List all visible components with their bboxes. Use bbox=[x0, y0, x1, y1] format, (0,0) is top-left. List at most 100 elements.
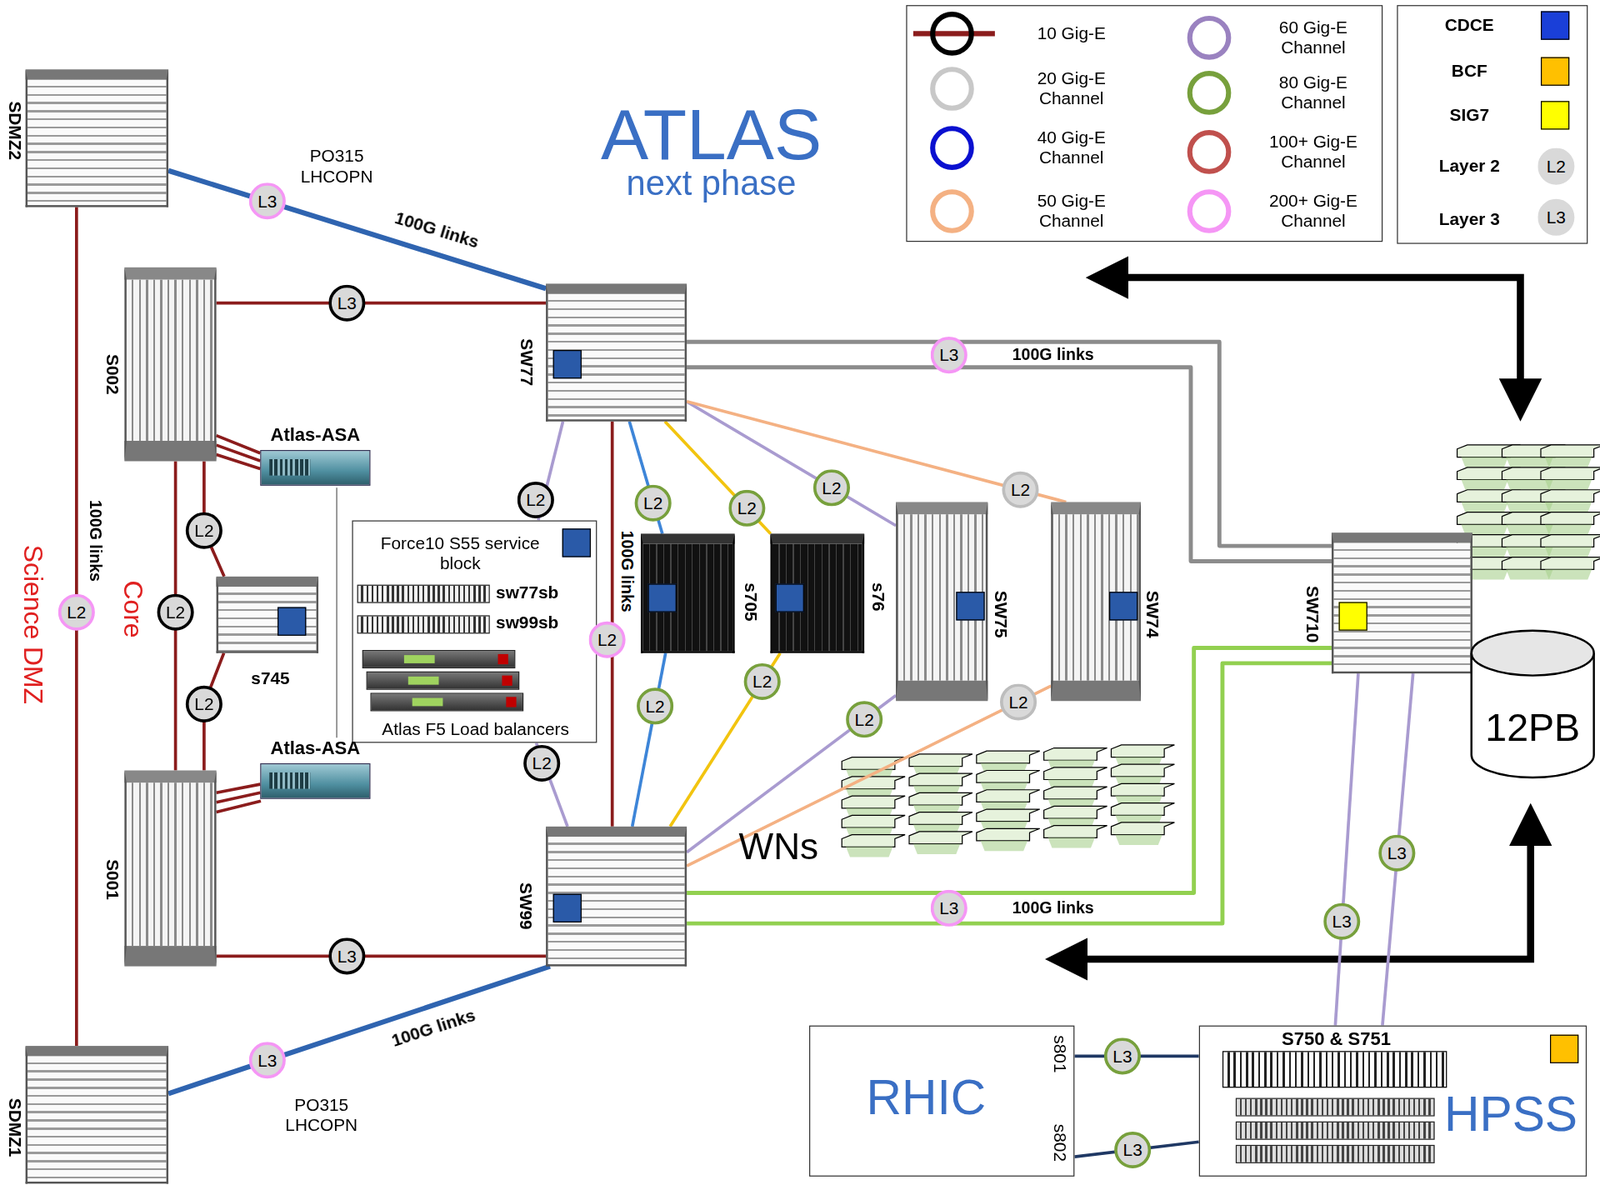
legend-text: 80 Gig-E Channel bbox=[1262, 72, 1365, 113]
core-router: S002 bbox=[124, 267, 216, 462]
device-label: sw99sb bbox=[495, 613, 559, 634]
cylinder-shape bbox=[1469, 624, 1596, 780]
legend-text: Layer 3 bbox=[1423, 209, 1515, 230]
legend-text: 200+ Gig-E Channel bbox=[1262, 191, 1365, 232]
server-unit bbox=[1540, 512, 1600, 525]
system-name: HPSS bbox=[1444, 1085, 1578, 1143]
connector bbox=[168, 966, 550, 1095]
legend-text: BCF bbox=[1423, 61, 1515, 82]
legend-ring-sample bbox=[1190, 191, 1230, 231]
transfer-arrow bbox=[1107, 277, 1521, 400]
server-unit bbox=[841, 835, 905, 848]
server-shadow bbox=[1545, 501, 1592, 512]
server-unit bbox=[976, 809, 1040, 822]
connector bbox=[686, 341, 1332, 561]
storage-server bbox=[1235, 1121, 1435, 1140]
connector bbox=[1335, 673, 1359, 1025]
legend-text: SIG7 bbox=[1423, 105, 1515, 125]
capacity-label: 12PB bbox=[1469, 705, 1596, 750]
server-unit bbox=[1044, 825, 1108, 839]
layer-badge: L2 bbox=[636, 687, 674, 725]
link-line bbox=[335, 487, 337, 738]
status-light bbox=[505, 696, 516, 707]
layer-badge: L2 bbox=[589, 621, 626, 659]
legend-text: 100+ Gig-E Channel bbox=[1262, 132, 1365, 173]
device-label: S750 & S751 bbox=[1281, 1028, 1391, 1050]
network-switch: SW74 bbox=[1050, 501, 1141, 701]
link-line bbox=[216, 800, 261, 812]
server-shadow bbox=[1545, 457, 1592, 468]
server-shadow bbox=[980, 840, 1028, 851]
switch-label: s705 bbox=[740, 582, 760, 621]
site-box: RHIC bbox=[809, 1025, 1075, 1177]
server-unit bbox=[976, 750, 1040, 764]
layer-badge: L3 bbox=[1114, 1131, 1151, 1169]
network-switch: SW710 bbox=[1331, 532, 1473, 674]
server-unit bbox=[1110, 764, 1175, 777]
link-note: 100G links bbox=[1012, 899, 1095, 919]
switch-unit bbox=[357, 585, 490, 604]
link-line bbox=[1335, 673, 1359, 1025]
link-line bbox=[216, 784, 261, 793]
link-line bbox=[632, 653, 666, 827]
connector bbox=[686, 401, 896, 526]
server-unit bbox=[1044, 767, 1108, 780]
legend-ring-sample bbox=[932, 128, 972, 168]
server-unit bbox=[909, 754, 973, 767]
switch-label: SW75 bbox=[990, 590, 1010, 639]
zone-name: Science DMZ bbox=[17, 545, 49, 705]
layer-badge: L2 bbox=[1537, 148, 1575, 185]
display-panel bbox=[412, 698, 444, 707]
legend-line-sample bbox=[913, 30, 995, 36]
tape-controller bbox=[1222, 1050, 1447, 1088]
switch-label: SDMZ2 bbox=[4, 100, 25, 160]
legend-ring-sample bbox=[1190, 132, 1230, 172]
load-balancer: Atlas F5 Load balancers bbox=[357, 645, 595, 742]
switch-label: SW99 bbox=[515, 882, 536, 930]
network-switch: SW77 bbox=[545, 283, 687, 421]
legend-ring-sample bbox=[1190, 18, 1230, 58]
server-shadow bbox=[1545, 569, 1592, 580]
network-switch: SW75 bbox=[895, 501, 988, 701]
server-shadow bbox=[1115, 835, 1162, 845]
link-line bbox=[686, 341, 1332, 546]
server-unit bbox=[976, 828, 1040, 841]
display-panel bbox=[404, 655, 435, 664]
display-panel bbox=[408, 676, 440, 685]
server-unit bbox=[1540, 467, 1600, 480]
link-line bbox=[216, 955, 547, 959]
server-unit bbox=[976, 770, 1040, 783]
server-unit bbox=[909, 831, 973, 845]
subtitle: next phase bbox=[626, 163, 797, 204]
firewall-unit bbox=[260, 763, 370, 800]
device-label: sw77sb bbox=[495, 582, 559, 603]
legend-text: 40 Gig-E Channel bbox=[1020, 128, 1122, 169]
link-line bbox=[686, 663, 1332, 924]
network-switch: s705 bbox=[640, 533, 735, 653]
legend-text: Layer 2 bbox=[1423, 156, 1515, 177]
link-line bbox=[216, 455, 261, 470]
legend-ring-sample bbox=[1190, 73, 1230, 113]
link-line bbox=[216, 435, 261, 454]
link-line bbox=[670, 653, 780, 827]
server-unit bbox=[909, 792, 973, 805]
server-unit bbox=[1110, 803, 1175, 816]
firewall: Atlas-ASA bbox=[260, 737, 370, 801]
platform-marker bbox=[553, 350, 582, 379]
layer-badge: L2 bbox=[157, 594, 195, 631]
layer-badge: L2 bbox=[58, 594, 95, 631]
server-unit bbox=[1540, 490, 1600, 503]
link-note: 100G links bbox=[1012, 345, 1095, 365]
link-line bbox=[665, 421, 771, 535]
server-unit bbox=[841, 795, 905, 809]
status-light bbox=[501, 675, 512, 686]
layer-badge: L2 bbox=[845, 700, 883, 738]
group-heading: Force10 S55 service block bbox=[358, 533, 563, 574]
network-switch: s76 bbox=[770, 533, 865, 653]
platform-marker bbox=[775, 583, 805, 612]
zone-name: Core bbox=[117, 580, 149, 639]
switch-label: s745 bbox=[250, 668, 290, 689]
link-line bbox=[216, 445, 261, 461]
layer-badge: L2 bbox=[1001, 471, 1039, 509]
layer-badge: L2 bbox=[813, 469, 850, 506]
